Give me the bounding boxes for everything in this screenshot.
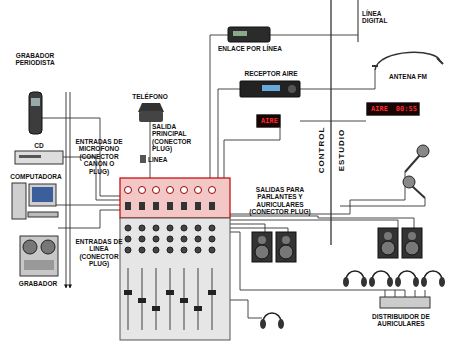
wires: [42, 35, 425, 318]
reel-recorder: [20, 236, 58, 276]
cd-player: [15, 151, 63, 164]
air-receiver: [240, 81, 300, 97]
display-text: 00:55: [396, 106, 417, 113]
wire: [300, 70, 375, 89]
wire: [340, 198, 425, 206]
reel: [23, 240, 37, 254]
device-label: ENTRADAS DE LINEA (CONECTOR PLUG): [73, 238, 125, 268]
device-label: CD: [24, 142, 54, 149]
speakers: [252, 228, 422, 262]
mixer-body: [120, 218, 230, 340]
telephone: [138, 103, 164, 112]
wire: [230, 228, 288, 232]
keyboard: [28, 212, 58, 217]
monitor-screen: [32, 187, 53, 202]
device-label: SALIDAS PARA PARLANTES Y AURICULARES (CO…: [236, 186, 324, 216]
tape-heads: [24, 260, 54, 270]
receiver-knob: [288, 85, 296, 93]
input-arrow: [66, 92, 67, 288]
reel: [41, 240, 55, 254]
control-studio-wall: [330, 0, 331, 245]
wire: [218, 89, 240, 182]
device-label: RECEPTOR AIRE: [240, 70, 302, 77]
wire: [150, 122, 151, 182]
unit-display: [233, 31, 247, 36]
device-label: COMPUTADORA: [6, 173, 66, 180]
wire: [58, 210, 122, 228]
receiver-display: [262, 85, 280, 91]
device-label: TELÉFONO: [122, 93, 178, 100]
room-label: ESTUDIO: [337, 129, 346, 172]
wire: [270, 35, 358, 36]
recorder-screen: [31, 98, 40, 106]
line-link-unit: [228, 27, 270, 42]
handheld-recorder: [29, 92, 42, 134]
wire: [56, 205, 122, 206]
room-label: CONTROL: [317, 127, 326, 174]
display-text: AIRE: [371, 106, 388, 113]
wire: [210, 35, 228, 182]
wire: [300, 121, 366, 122]
wire: [385, 290, 425, 297]
antenna-ends: [372, 58, 443, 66]
device-label: ANTENA FM: [378, 73, 438, 80]
device-label: DISTRIBUIDOR DE AURICULARES: [360, 313, 442, 328]
device-label: GRABADOR: [8, 280, 68, 287]
microphones: [403, 145, 429, 198]
device-label: LÍNEA DIGITAL: [362, 10, 406, 25]
device-label: LINEA: [148, 156, 178, 163]
input-arrow: [70, 92, 71, 288]
on-air-display: AIRE: [256, 114, 281, 128]
computer-tower: [12, 183, 26, 219]
device-label: ENTRADAS DE MICROFONO (CONECTOR CANON O …: [73, 138, 125, 175]
cd-tray: [19, 155, 41, 158]
device-label: SALIDA PRINCIPAL (CONECTOR PLUG): [152, 123, 208, 153]
line-jack: [140, 155, 146, 163]
mixer-connector-panel: [120, 178, 230, 218]
on-air-display: AIRE 00:55: [366, 102, 420, 116]
wire: [228, 300, 262, 318]
fm-antenna: [375, 52, 440, 70]
wire: [230, 216, 414, 228]
mixer-controls: [124, 187, 216, 331]
device-label: GRABADOR PERIODISTA: [8, 52, 62, 67]
display-text: AIRE: [261, 118, 278, 125]
digital-line-wire: [358, 0, 359, 42]
headphone-distributor: [380, 297, 430, 308]
computer-monitor: [29, 184, 56, 206]
device-label: ENLACE POR LÍNEA: [218, 45, 282, 52]
wire: [230, 220, 398, 228]
headphones: [260, 271, 445, 329]
telephone-base: [139, 111, 163, 122]
wire: [224, 127, 280, 182]
